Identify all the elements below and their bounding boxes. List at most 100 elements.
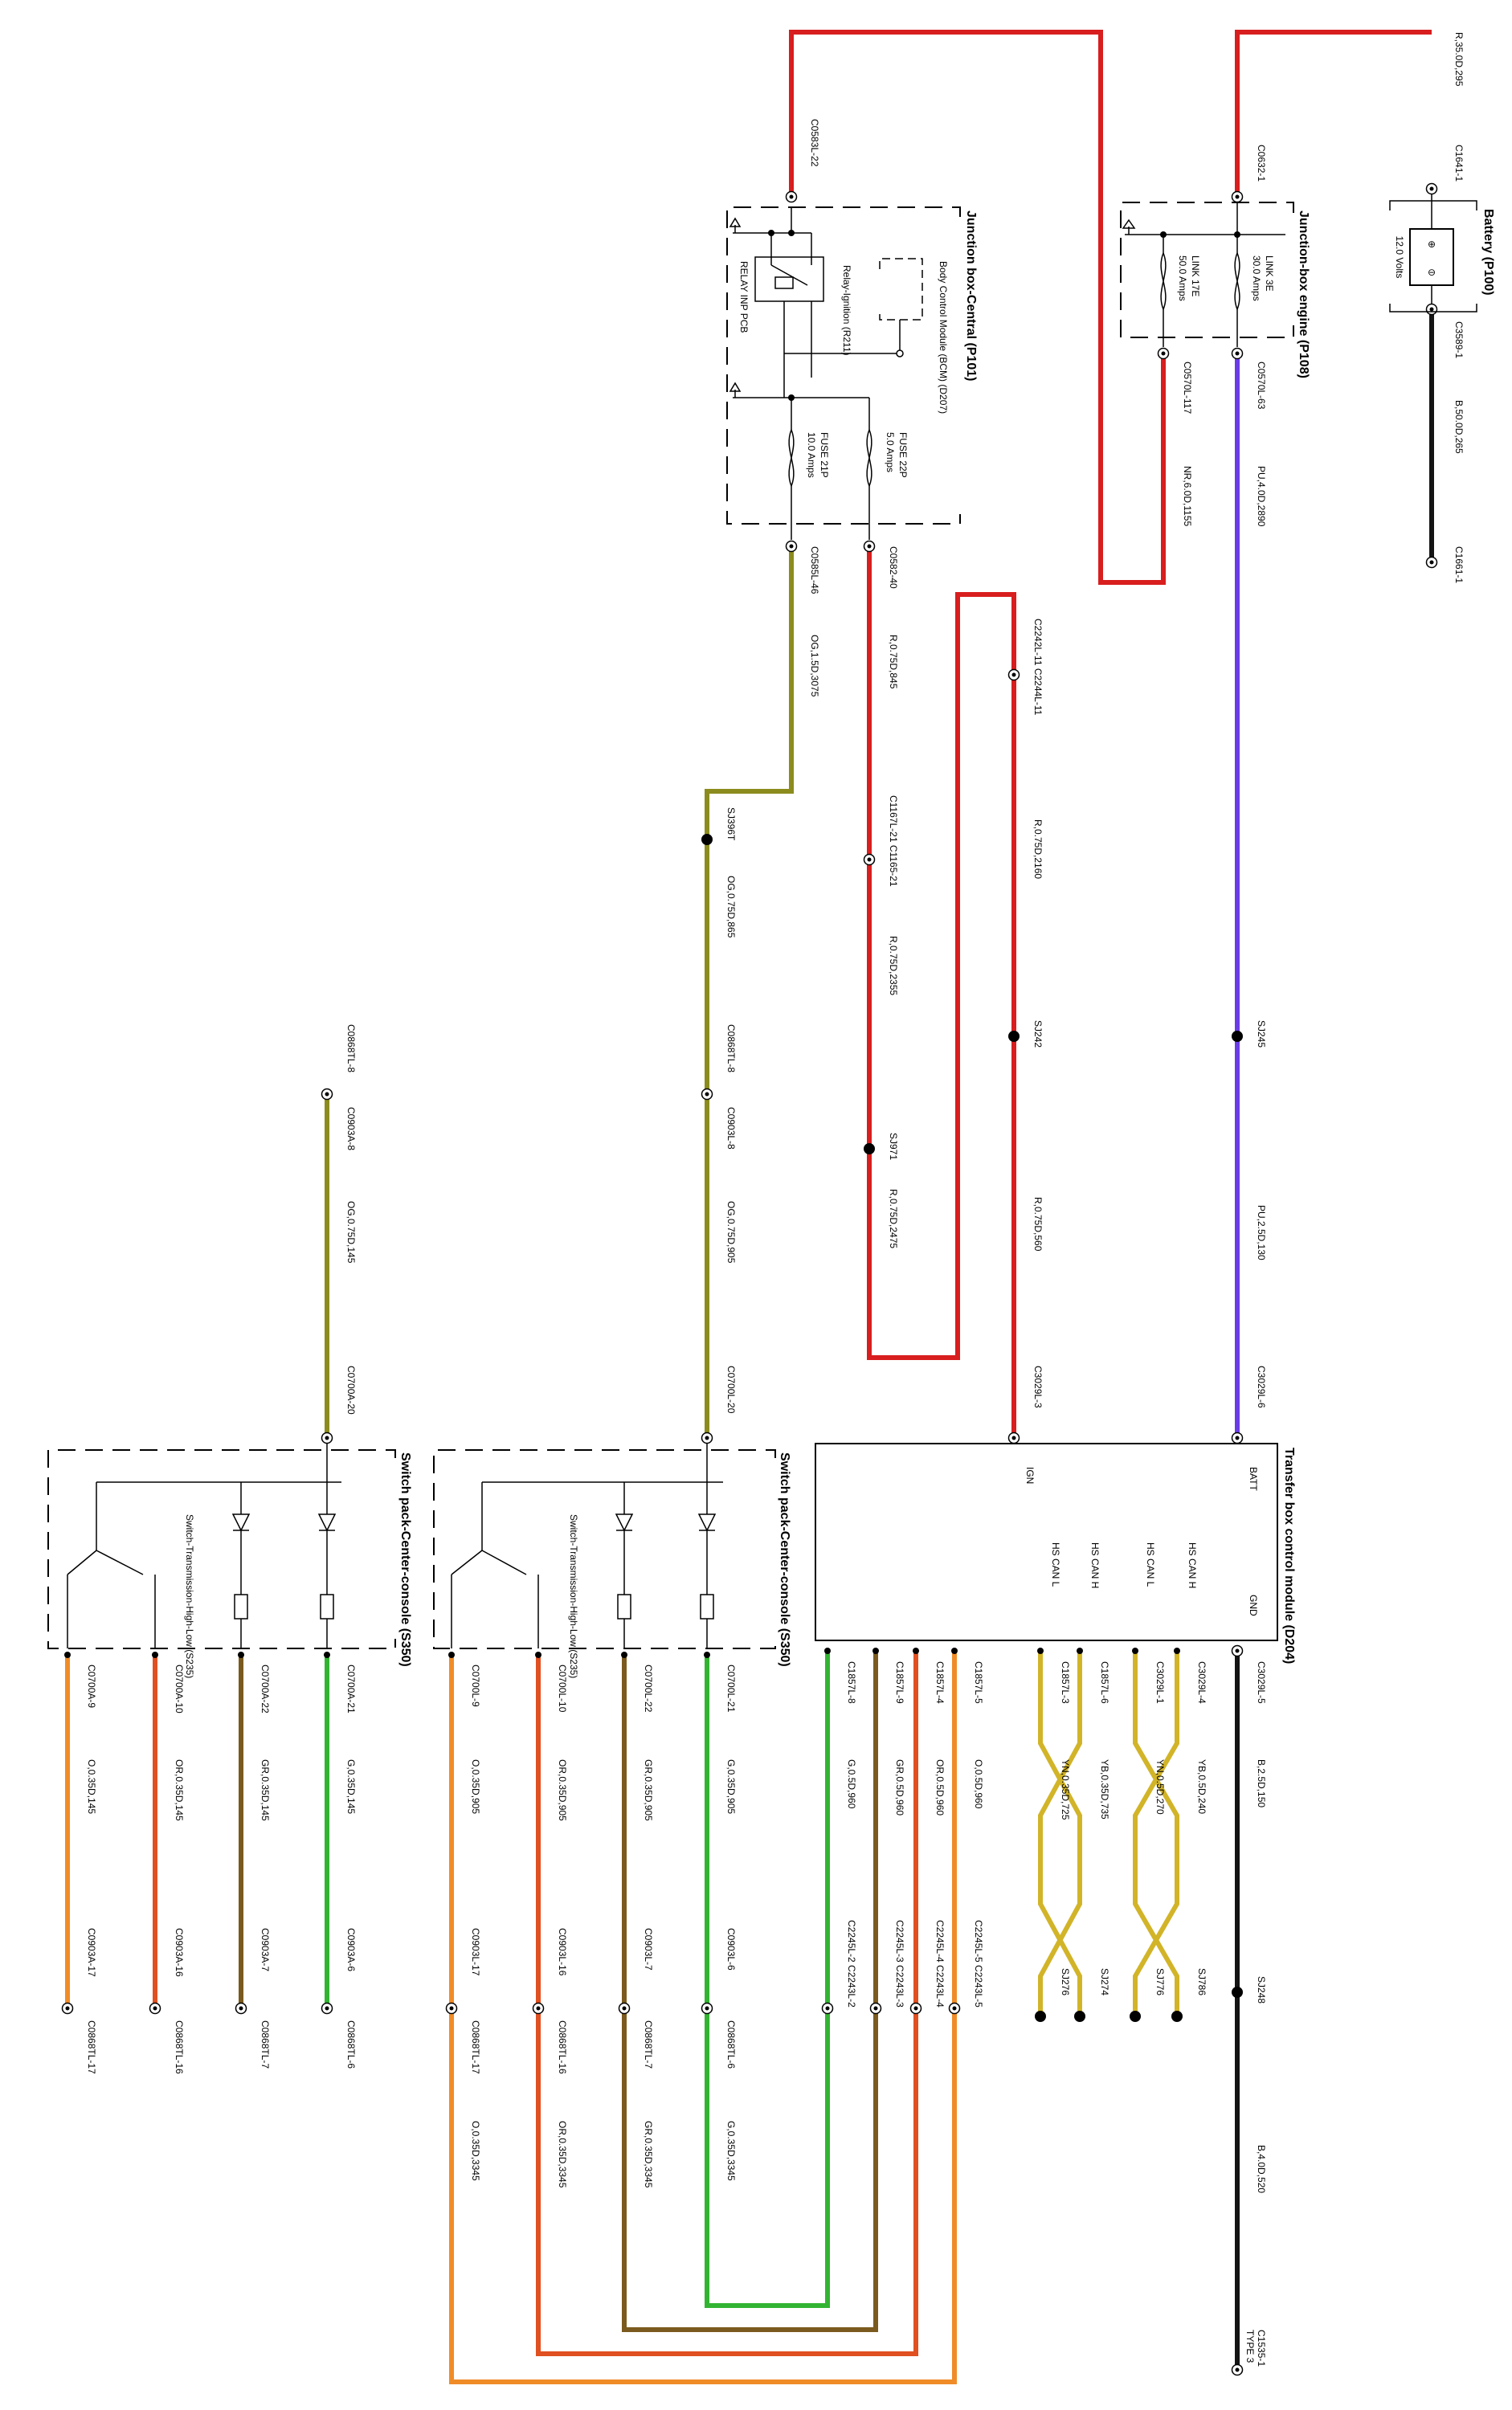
connector-label: C0903A-8 xyxy=(345,1107,357,1150)
connector-label: C0700A-10 xyxy=(174,1665,185,1714)
led-icon-1 xyxy=(697,1513,717,1532)
connector-label: C0700L-10 xyxy=(557,1665,568,1713)
tcm-pin-can-l-2: HS CAN L xyxy=(1050,1542,1061,1587)
wire-label: G,0.35D,145 xyxy=(345,1759,357,1814)
tcm-pin-can-h-2: HS CAN H xyxy=(1089,1542,1101,1588)
connector-label: C3029L-4 xyxy=(1196,1661,1208,1704)
connector-label: C3029L-6 xyxy=(1256,1366,1267,1408)
connector-label: C0868TL-6 xyxy=(345,2020,357,2069)
wire-can-1-yb xyxy=(1133,1651,1179,2016)
wire-label: GR,0.35D,3345 xyxy=(643,2121,654,2188)
wires xyxy=(65,30,1434,2384)
tcm-pin-can-h-1: HS CAN H xyxy=(1187,1542,1198,1588)
connector-label: C0868TL-17 xyxy=(470,2020,481,2074)
wire-label: R,0.75D,560 xyxy=(1032,1197,1044,1252)
splice-sj242 xyxy=(1008,1031,1020,1042)
connector-label: C3589-1 xyxy=(1453,321,1465,358)
splice-label: SJ396T xyxy=(725,807,737,841)
connector-label: C1857L-5 xyxy=(973,1661,984,1704)
wire-labels: R,35.0D,295 C1641-1 C0632-1 C0583L-22 C3… xyxy=(86,32,1465,2367)
wire-label: G,0.35D,905 xyxy=(725,1759,737,1814)
switch-pack-2: Switch-Transmission-High-Low (S235) Swit… xyxy=(47,1444,412,1678)
connector-label: C0570L-63 xyxy=(1256,362,1267,410)
svg-text:⊕: ⊕ xyxy=(1428,239,1436,250)
wire-can-1-yn xyxy=(1133,1651,1179,2016)
connector-label: C2242L-11 C2244L-11 xyxy=(1032,619,1044,716)
fuse-21p xyxy=(788,429,795,487)
connector-label: C0868TL-7 xyxy=(643,2020,654,2069)
connector-label: C0583L-22 xyxy=(809,119,820,167)
connector-label: C0868TL-16 xyxy=(557,2020,568,2074)
jb-engine-title: Junction-box engine (P108) xyxy=(1297,210,1310,378)
connector-label: C1857L-8 xyxy=(846,1661,857,1704)
switch-label-2: Switch-Transmission-High-Low (S235) xyxy=(184,1514,195,1678)
connector-label: C0903L-8 xyxy=(725,1107,737,1150)
connector-label: C0903L-16 xyxy=(557,1928,568,1976)
wire-label: GR,0.35D,905 xyxy=(643,1759,654,1821)
wire-label: OG,1.5D,3075 xyxy=(809,635,820,697)
link-3e-name: LINK 3E xyxy=(1264,255,1275,292)
wire-label: OG,0.75D,145 xyxy=(345,1201,357,1264)
fuse-22p xyxy=(866,429,872,487)
connector-label: C1857L-4 xyxy=(934,1661,946,1704)
relay-label: Relay-Ignition (R211) xyxy=(841,265,852,356)
splice-sj248 xyxy=(1232,1987,1243,1998)
wire-label: B,4.0D,520 xyxy=(1256,2145,1267,2193)
connector-label: C3029L-5 xyxy=(1256,1661,1267,1704)
wire-label: GR,0.35D,145 xyxy=(259,1759,271,1821)
wire-label: R,0.75D,845 xyxy=(888,635,899,689)
connector-label: C0868TL-16 xyxy=(174,2020,185,2074)
connector-label: C2245L-3 C2243L-3 xyxy=(894,1920,905,2008)
wire-loop-orange xyxy=(449,1651,957,2384)
connector-label: C3029L-1 xyxy=(1154,1661,1166,1704)
jb-central-title: Junction box-Central (P101) xyxy=(964,210,978,381)
wire-fuse22p-sj971 xyxy=(867,546,1016,1438)
switch-pack-title-1: Switch pack-Center-console (S350) xyxy=(778,1452,791,1667)
switch-pack-1: Switch-Transmission-High-Low (S235) Swit… xyxy=(433,1444,791,1678)
wire-can-2-yn xyxy=(1038,1651,1082,2016)
tcm-pin-can-l-1: HS CAN L xyxy=(1145,1542,1156,1587)
splice-sj971 xyxy=(864,1143,875,1154)
wire-label: YN,0.35D,725 xyxy=(1060,1759,1071,1820)
connector-label: C0700A-9 xyxy=(86,1665,97,1708)
wire-label: R,0.75D,2355 xyxy=(888,936,899,995)
wire-label: O,0.35D,145 xyxy=(86,1759,97,1814)
wire-label: NR,6.0D,1155 xyxy=(1182,466,1193,526)
connector-label: C1661-1 xyxy=(1453,546,1465,583)
wire-label: B,2.5D,150 xyxy=(1256,1759,1267,1808)
connector-label: C0582-40 xyxy=(888,546,899,589)
connector-label: C0903A-16 xyxy=(174,1928,185,1977)
wire-label: OG,0.75D,905 xyxy=(725,1201,737,1264)
wire-label: G,0.35D,3345 xyxy=(725,2121,737,2181)
splice-sj274 xyxy=(1074,2011,1085,2022)
switch-contact-2 xyxy=(96,1550,144,1575)
transfer-box-control-module: Transfer box control module (D204) BATT … xyxy=(815,1443,1296,1664)
relay-ignition xyxy=(754,256,824,302)
connector-label: C0903A-6 xyxy=(345,1928,357,1971)
tcm-pin-ign: IGN xyxy=(1024,1467,1036,1484)
wire-label: G,0.5D,960 xyxy=(846,1759,857,1809)
splice-sj396t xyxy=(701,834,713,845)
wire-label: R,35.0D,295 xyxy=(1453,32,1465,87)
connector-label: C1535-1 xyxy=(1256,2330,1267,2367)
bcm-label: Body Control Module (BCM) (D207) xyxy=(938,261,949,414)
switch-label-1: Switch-Transmission-High-Low (S235) xyxy=(568,1514,579,1678)
splice-sj786 xyxy=(1171,2011,1183,2022)
connector-label: C0700L-22 xyxy=(643,1665,654,1713)
connector-label: C2245L-4 C2243L-4 xyxy=(934,1920,946,2008)
connector-label: C1857L-9 xyxy=(894,1661,905,1704)
wire-relay-feed xyxy=(789,30,1166,585)
connector-label: C0700L-21 xyxy=(725,1665,737,1713)
connector-label: C0903A-7 xyxy=(259,1928,271,1971)
connector-label: C0868TL-7 xyxy=(259,2020,271,2069)
connector-label: C2245L-5 C2243L-5 xyxy=(973,1920,984,2008)
splice-label: SJ776 xyxy=(1154,1968,1166,1995)
fuse-22p-rating: 5.0 Amps xyxy=(885,432,896,472)
connector-label: C0632-1 xyxy=(1256,145,1267,182)
connector-label: C0700L-9 xyxy=(470,1665,481,1707)
led-icon-2 xyxy=(615,1513,634,1532)
connector-label: C0903L-17 xyxy=(470,1928,481,1976)
connector-type-label: TYPE 3 xyxy=(1244,2330,1256,2363)
tcm-pin-batt: BATT xyxy=(1248,1467,1259,1491)
